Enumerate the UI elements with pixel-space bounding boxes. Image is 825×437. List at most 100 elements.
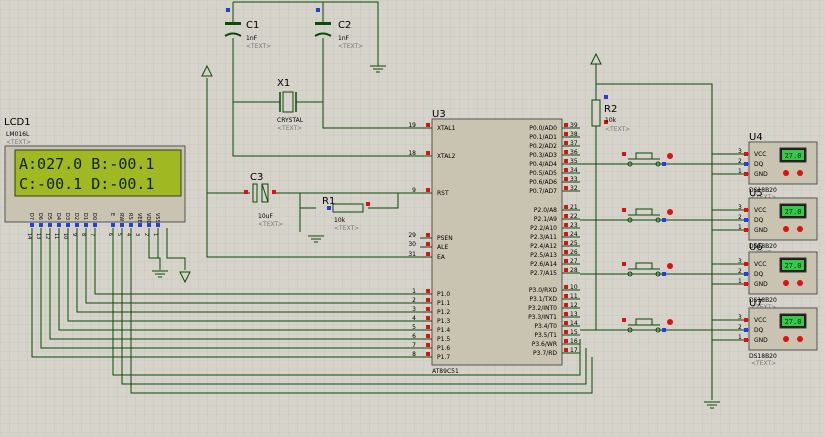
push-button[interactable] [622,262,673,277]
lcd-pin[interactable] [66,223,70,227]
sensor-button-up[interactable] [783,336,789,342]
mcu-pin-marker[interactable] [426,289,430,293]
mcu-pin-name: P2.5/A13 [530,252,557,259]
mcu-pin-marker[interactable] [564,321,568,325]
mcu-pin-marker[interactable] [426,123,430,127]
sensor-button-down[interactable] [797,226,803,232]
sensor-part: DS18B20 [749,353,777,360]
mcu-pin-marker[interactable] [426,325,430,329]
mcu-pin-marker[interactable] [564,205,568,209]
mcu-pin-marker[interactable] [564,285,568,289]
mcu-pin-number: 4 [412,315,416,322]
sensor-button-down[interactable] [797,280,803,286]
mcu-pin-name: P1.7 [437,354,450,361]
crystal-x1[interactable]: X1 CRYSTAL <TEXT> [277,78,304,132]
push-button[interactable] [622,152,673,167]
power-arrow-lcd [179,271,191,284]
lcd-pin-label: RW [118,213,124,221]
lcd-pin[interactable] [84,223,88,227]
lcd-pin[interactable] [93,223,97,227]
capacitor-c3[interactable]: C3 10uF <TEXT> [244,172,283,228]
sensor-button-up[interactable] [783,170,789,176]
sensor-button-up[interactable] [783,280,789,286]
mcu-pin-marker[interactable] [564,223,568,227]
mcu-pin-name: P3.2/INT0 [528,305,557,312]
mcu-pin-name: P2.3/A11 [530,234,557,241]
button-indicator [667,153,673,159]
mcu-pin-marker[interactable] [564,150,568,154]
mcu-pin-marker[interactable] [564,259,568,263]
buttons [622,152,673,333]
mcu-pin-marker[interactable] [426,298,430,302]
mcu-pin-marker[interactable] [564,330,568,334]
mcu-pin-marker[interactable] [564,168,568,172]
mcu-pin-name: P3.0/RXD [529,287,557,294]
mcu-pin-marker[interactable] [564,232,568,236]
resistor-r1[interactable]: R1 10k <TEXT> [322,196,370,232]
mcu-pin-marker[interactable] [426,233,430,237]
mcu-pin-marker[interactable] [564,159,568,163]
push-button[interactable] [622,208,673,223]
c3-ref: C3 [250,172,263,183]
mcu-pin-marker[interactable] [564,241,568,245]
resistor-r2[interactable]: R2 10k <TEXT> [591,95,630,133]
sensor-button-up[interactable] [783,226,789,232]
mcu-pin-marker[interactable] [564,250,568,254]
mcu-pin-marker[interactable] [564,268,568,272]
mcu-pin-marker[interactable] [564,177,568,181]
mcu-pin-marker[interactable] [564,339,568,343]
mcu-pin-marker[interactable] [564,186,568,190]
lcd-pin-number: 10 [62,233,68,239]
lcd-pin[interactable] [30,223,34,227]
capacitor-c1[interactable]: C1 1nF <TEXT> [224,8,271,50]
mcu-pin-name: P1.3 [437,318,450,325]
mcu-pin-marker[interactable] [564,312,568,316]
mcu-pin-marker[interactable] [426,242,430,246]
ground-symbol-sensors [704,401,720,409]
mcu-pin-marker[interactable] [564,294,568,298]
mcu-pin-marker[interactable] [426,307,430,311]
mcu-pin-number: 17 [570,347,578,354]
sensor-button-down[interactable] [797,170,803,176]
mcu-pin-marker[interactable] [564,348,568,352]
mcu-pin-name: P1.0 [437,291,450,298]
lcd-pin[interactable] [39,223,43,227]
mcu-pin-marker[interactable] [564,132,568,136]
lcd-pin[interactable] [57,223,61,227]
mcu-pin-marker[interactable] [564,123,568,127]
mcu-pin-marker[interactable] [564,214,568,218]
mcu-pin-marker[interactable] [564,303,568,307]
mcu-pin-marker[interactable] [426,343,430,347]
lcd-pin[interactable] [156,223,160,227]
mcu-pin-number: 34 [570,167,578,174]
mcu-pin-name: P3.1/TXD [529,296,557,303]
mcu-pin-marker[interactable] [426,252,430,256]
sensor-button-down[interactable] [797,336,803,342]
sensor-pin-number: 3 [738,148,742,155]
mcu-pin-marker[interactable] [426,151,430,155]
mcu-pin-marker[interactable] [426,188,430,192]
lcd-pin[interactable] [75,223,79,227]
lcd-pin[interactable] [111,223,115,227]
mcu-pin-marker[interactable] [426,316,430,320]
lcd-module[interactable]: LCD1 LM016L <TEXT> A:027.0 B:-00.1 C:-00… [4,117,186,239]
c2-text: <TEXT> [338,43,363,50]
lcd-pin[interactable] [48,223,52,227]
mcu-pin-number: 5 [412,324,416,331]
lcd-pin[interactable] [138,223,142,227]
push-button[interactable] [622,318,673,333]
mcu-pin-name: P2.6/A14 [530,261,557,268]
mcu-pin-marker[interactable] [564,141,568,145]
sensor-pin-name: VCC [754,317,766,324]
mcu-pin-marker[interactable] [426,334,430,338]
lcd-pin[interactable] [147,223,151,227]
lcd-pin[interactable] [120,223,124,227]
capacitor-c2[interactable]: C2 1nF <TEXT> [314,8,363,50]
lcd-pin[interactable] [129,223,133,227]
mcu-pin-marker[interactable] [426,352,430,356]
